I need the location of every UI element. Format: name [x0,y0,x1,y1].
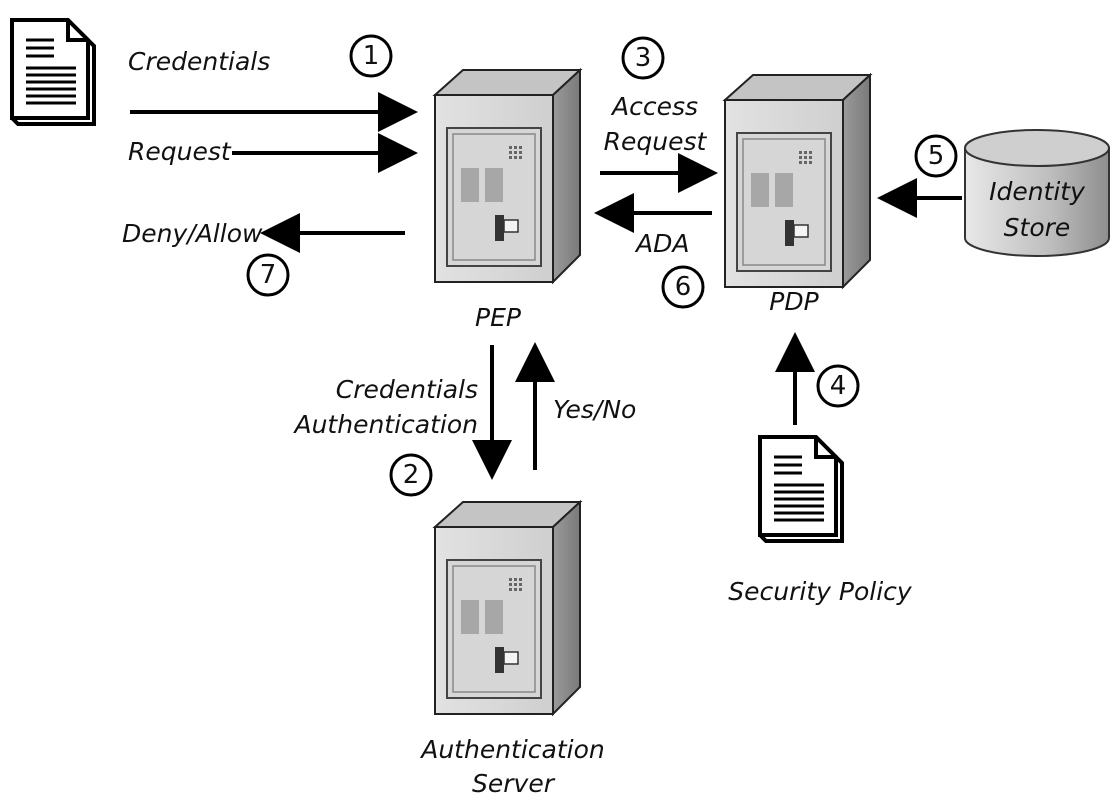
ada-label: ADA [634,229,689,258]
store-label: Store [1004,213,1071,242]
step-6-circle [661,265,705,309]
access-label: Access [610,92,698,121]
credentials-authentication-label-1: Credentials [336,375,478,404]
pep-server-icon [434,69,581,283]
step-3-circle [621,36,665,80]
request-document-icon [10,18,96,126]
security-policy-label: Security Policy [728,577,913,606]
identity-store-icon [964,129,1110,257]
authentication-server-label-2: Server [472,769,556,798]
credentials-label: Credentials [128,47,270,76]
yes-no-label: Yes/No [553,395,636,424]
step-2-number: 2 [403,460,420,490]
pep-label: PEP [475,303,522,332]
step-3-number: 3 [635,43,652,73]
credentials-authentication-label-2: Authentication [292,410,478,439]
step-7-number: 7 [260,260,277,290]
pdp-label: PDP [769,287,819,316]
step-6-number: 6 [675,272,692,302]
authentication-server-icon [434,501,581,715]
security-policy-document-icon [758,435,844,543]
step-5-circle [914,134,958,178]
step-4-circle [816,364,860,408]
deny-allow-label: Deny/Allow [122,219,263,248]
step-4-number: 4 [830,371,847,401]
request-label: Request [128,137,232,166]
step-5-number: 5 [928,141,945,171]
identity-label: Identity [989,177,1086,206]
step-7-circle [246,253,290,297]
step-2-circle [389,453,433,497]
step-1-circle [349,34,393,78]
authentication-server-label-1: Authentication [419,735,605,764]
step-1-number: 1 [363,41,380,71]
pdp-server-icon [724,74,871,288]
access-request-label: Request [604,127,708,156]
